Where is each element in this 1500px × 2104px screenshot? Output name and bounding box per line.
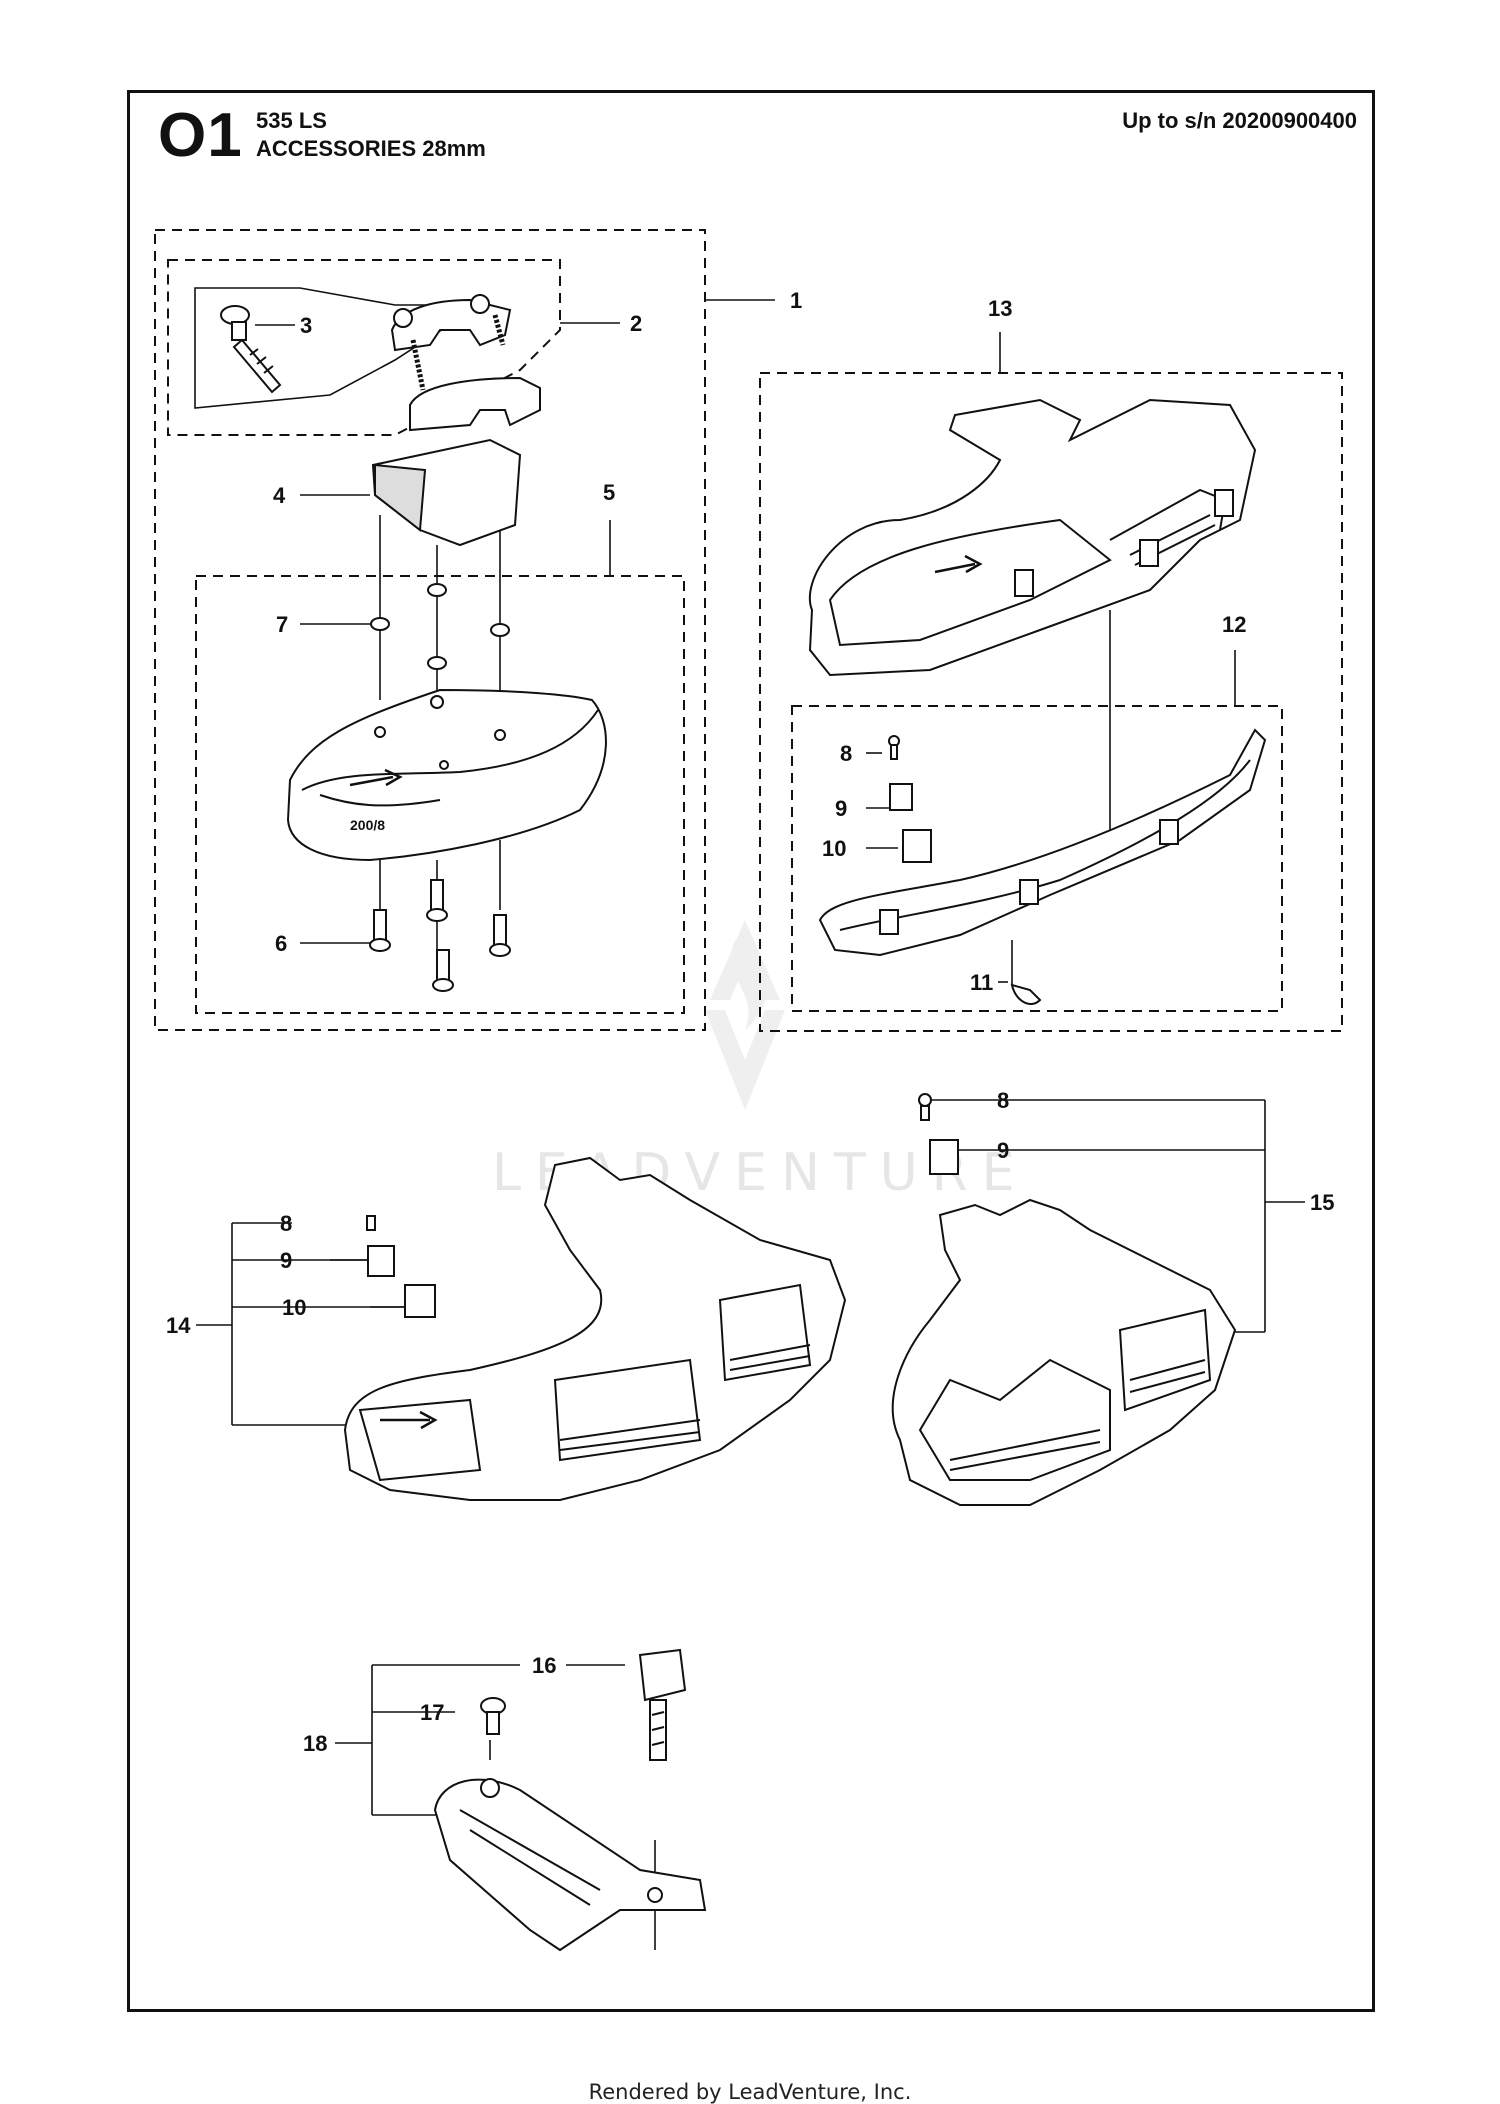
guard-part-15 [891,1093,1237,1506]
callout-17: 17 [420,1700,444,1725]
guard-extension-part-12 [818,728,1267,957]
small-parts-group-12 [888,735,1042,1005]
callout-18: 18 [303,1731,327,1756]
callout-7: 7 [276,612,288,637]
model-name: 535 LS [256,108,327,133]
callout-8a: 8 [840,741,852,766]
grass-guard-part-5: 200/8 [286,688,607,862]
callout-4: 4 [273,483,286,508]
callout-5: 5 [603,480,615,505]
callout-12: 12 [1222,612,1246,637]
sheet-code: O1 [158,101,243,170]
serial-note: Up to s/n 20200900400 [1122,108,1357,133]
footer-credit: Rendered by LeadVenture, Inc. [588,2080,912,2104]
callout-labels: 1 2 3 4 5 6 7 8 9 10 11 12 13 8 9 10 14 … [166,288,1334,1756]
callout-16: 16 [532,1653,556,1678]
callout-6: 6 [275,931,287,956]
clamp-assembly [371,294,541,547]
diagram-frame [127,90,1375,2012]
group-box-1 [154,229,706,1031]
callout-9b: 9 [280,1248,292,1273]
callout-9a: 9 [835,796,847,821]
callout-10b: 10 [282,1295,306,1320]
group-box-13 [759,372,1343,1032]
callout-11: 11 [970,970,993,995]
guard-part-14 [343,1156,847,1501]
callout-9c: 9 [997,1138,1009,1163]
trimmer-guard-part-13 [808,398,1257,677]
washers-part-7 [370,583,510,670]
section-title: ACCESSORIES 28mm [256,136,486,161]
group-box-5 [195,575,685,1014]
callout-10a: 10 [822,836,846,861]
callout-13: 13 [988,296,1012,321]
bracket-assembly-18 [433,1648,707,1952]
bolt-part-3 [220,305,282,394]
group-box-2 [167,259,561,436]
callout-15: 15 [1310,1190,1334,1215]
callout-1: 1 [790,288,802,313]
guard-marking: 200/8 [350,817,385,833]
screws-part-6 [369,879,511,992]
group-box-12 [791,705,1283,1012]
callout-14: 14 [166,1313,191,1338]
watermark-logo [705,920,785,1110]
callout-2: 2 [630,311,642,336]
callout-8c: 8 [997,1088,1009,1113]
callout-3: 3 [300,313,312,338]
callout-8b: 8 [280,1211,292,1236]
